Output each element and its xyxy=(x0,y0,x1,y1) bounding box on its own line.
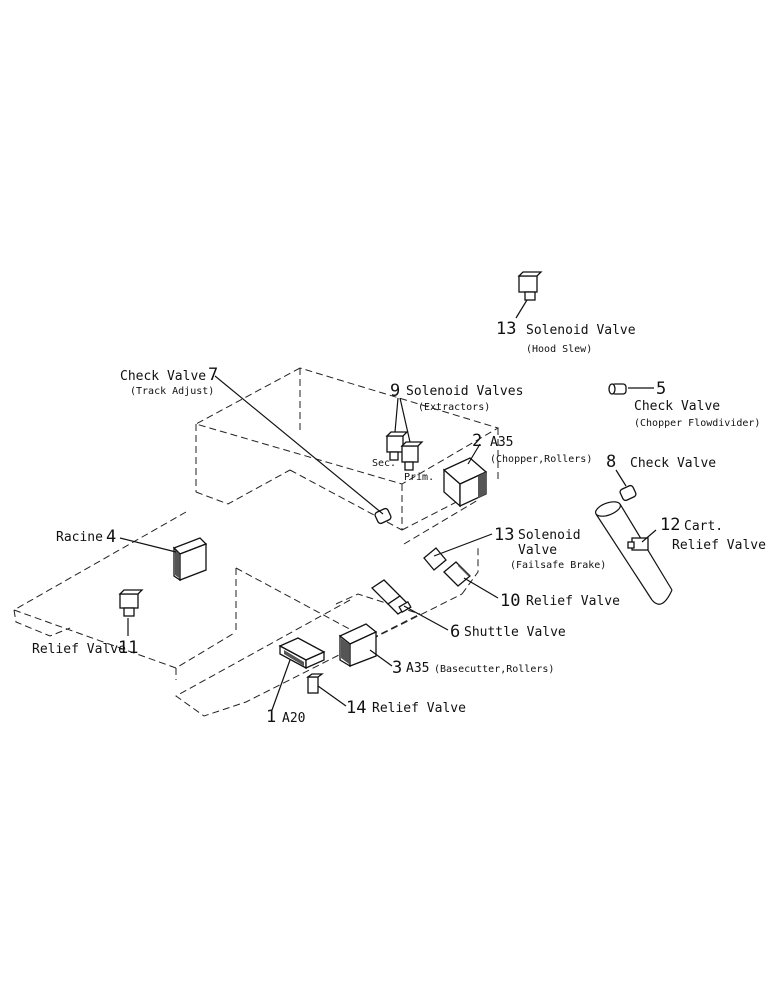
relief-valve-10 xyxy=(443,561,471,587)
callout-12: 12 Cart. Relief Valve xyxy=(660,515,766,553)
valve-block-a20 xyxy=(278,637,326,670)
callout-9: 9 Solenoid Valves (Extractors) Sec. Prim… xyxy=(372,381,523,483)
callout-8-num: 8 xyxy=(606,452,616,472)
callout-14-text: Relief Valve xyxy=(372,701,466,716)
callout-2-text: A35 xyxy=(490,435,513,450)
callout-3-num: 3 xyxy=(392,658,402,678)
callout-13-hood-slew: 13 Solenoid Valve (Hood Slew) xyxy=(496,319,636,355)
valve-block-a35-chopper xyxy=(442,457,488,508)
shuttle-valve xyxy=(370,579,412,615)
callout-6: 6 Shuttle Valve xyxy=(450,622,566,642)
callout-1-num: 1 xyxy=(266,707,276,727)
callout-13-top-sub: (Hood Slew) xyxy=(526,344,592,355)
callout-11-text: Relief Valve xyxy=(32,642,126,657)
callout-10: 10 Relief Valve xyxy=(500,591,620,611)
solenoid-valves-extractors xyxy=(385,431,424,471)
callout-14: 14 Relief Valve xyxy=(346,698,466,718)
callout-13-failsafe: 13 Solenoid Valve (Failsafe Brake) xyxy=(494,525,606,571)
check-valve-8 xyxy=(619,484,637,502)
callout-9-prim: Prim. xyxy=(404,472,434,483)
callout-12-num: 12 xyxy=(660,515,680,535)
check-valve-5 xyxy=(608,383,627,395)
callout-13-mid-num: 13 xyxy=(494,525,514,545)
callout-3: 3 A35 (Basecutter,Rollers) xyxy=(392,658,554,678)
callout-11: Relief Valve 11 xyxy=(32,638,138,658)
callout-11-num: 11 xyxy=(118,638,138,658)
relief-valve-11 xyxy=(118,589,144,617)
callout-3-sub: (Basecutter,Rollers) xyxy=(434,664,554,675)
leader-lines xyxy=(119,299,657,711)
callout-13-mid-sub: (Failsafe Brake) xyxy=(510,560,606,571)
callout-5-text: Check Valve xyxy=(634,399,720,414)
callout-4: Racine 4 xyxy=(56,527,116,547)
callout-5: 5 Check Valve (Chopper Flowdivider) xyxy=(634,379,760,429)
callout-9-num: 9 xyxy=(390,381,400,401)
callout-1-text: A20 xyxy=(282,711,305,726)
callout-7-text: Check Valve xyxy=(120,369,206,384)
callout-10-text: Relief Valve xyxy=(526,594,620,609)
callout-2-sub: (Chopper,Rollers) xyxy=(490,454,592,465)
callout-2: 2 A35 (Chopper,Rollers) xyxy=(472,431,592,465)
callout-13-mid-text: Solenoid xyxy=(518,528,581,543)
solenoid-valve-hood-slew xyxy=(517,271,543,301)
callout-4-text: Racine xyxy=(56,530,103,545)
callout-7: Check Valve 7 (Track Adjust) xyxy=(120,365,218,397)
callout-13-top-num: 13 xyxy=(496,319,516,339)
callout-5-sub: (Chopper Flowdivider) xyxy=(634,418,760,429)
callout-3-text: A35 xyxy=(406,661,429,676)
callout-4-num: 4 xyxy=(106,527,116,547)
callout-7-num: 7 xyxy=(208,365,218,385)
callout-13-mid-text2: Valve xyxy=(518,543,557,558)
callout-7-sub: (Track Adjust) xyxy=(130,386,214,397)
callout-9-sec: Sec. xyxy=(372,458,396,469)
callout-9-sub: (Extractors) xyxy=(418,402,490,413)
callout-12-text2: Relief Valve xyxy=(672,538,766,553)
callout-9-text: Solenoid Valves xyxy=(406,384,523,399)
racine-valve-block xyxy=(172,537,208,582)
callout-8: 8 Check Valve xyxy=(606,452,716,472)
callout-10-num: 10 xyxy=(500,591,520,611)
callout-12-text: Cart. xyxy=(684,519,723,534)
check-valve-track-adjust xyxy=(374,507,392,525)
callout-6-num: 6 xyxy=(450,622,460,642)
valve-block-a35-basecutter xyxy=(338,623,378,668)
callout-8-text: Check Valve xyxy=(630,456,716,471)
callout-13-top-text: Solenoid Valve xyxy=(526,323,636,338)
solenoid-valve-failsafe-brake xyxy=(423,547,447,571)
relief-valve-14 xyxy=(306,673,324,694)
callout-14-num: 14 xyxy=(346,698,366,718)
callout-2-num: 2 xyxy=(472,431,482,451)
callout-6-text: Shuttle Valve xyxy=(464,625,566,640)
callout-1: 1 A20 xyxy=(266,707,305,727)
callout-5-num: 5 xyxy=(656,379,666,399)
